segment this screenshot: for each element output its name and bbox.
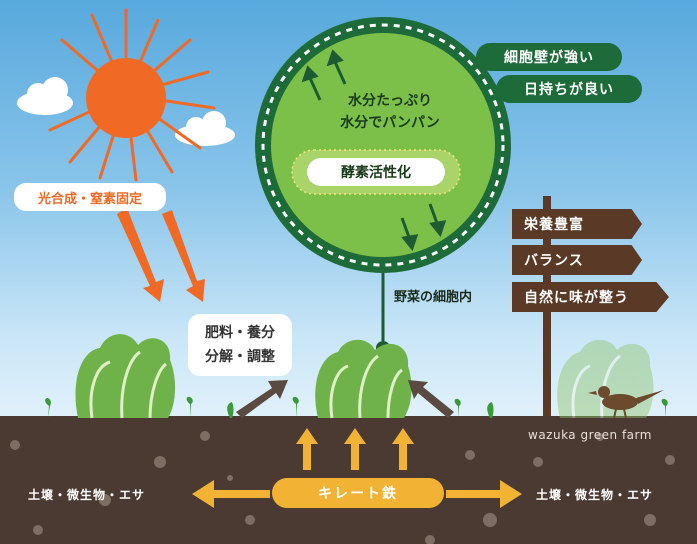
lettuce-center-icon xyxy=(315,339,412,419)
enzyme-pill: 酵素活性化 xyxy=(307,158,445,186)
fertilizer-line1: 肥料・養分 xyxy=(205,325,275,341)
nutrient-arrows xyxy=(236,380,454,418)
sunlight-arrows xyxy=(117,208,205,302)
sign-nutrition: 栄養豊富 xyxy=(512,209,642,239)
cell-body xyxy=(271,33,495,257)
chelate-iron-pill: キレート鉄 xyxy=(272,478,444,508)
farm-name: wazuka green farm xyxy=(528,428,652,442)
sign-balance: バランス xyxy=(512,245,642,275)
fertilizer-box: 肥料・養分 分解・調整 xyxy=(188,314,292,376)
bird-icon xyxy=(588,386,664,419)
soil-stones xyxy=(10,431,675,544)
sprouts-icon xyxy=(45,396,668,418)
enzyme-label: 酵素活性化 xyxy=(341,165,411,181)
sign-natural-taste: 自然に味が整う xyxy=(512,282,669,312)
cell-water-text: 水分たっぷり 水分でパンパン xyxy=(320,90,460,134)
chelate-side-arrows xyxy=(192,480,522,508)
chelate-up-arrows xyxy=(296,428,414,470)
photosynthesis-label: 光合成・窒素固定 xyxy=(37,191,142,207)
sun-icon xyxy=(86,58,166,138)
benefit-cell-wall: 細胞壁が強い xyxy=(476,43,622,71)
water-line2: 水分でパンパン xyxy=(340,115,440,131)
cell-caption: 野菜の細胞内 xyxy=(394,290,473,305)
soil-label-left: 土壌・微生物・エサ xyxy=(28,488,146,502)
cell-dotted-ring xyxy=(261,23,505,267)
chelate-iron-label: キレート鉄 xyxy=(318,486,398,502)
cloud-right-icon xyxy=(175,111,235,146)
cell-arrows xyxy=(301,49,447,252)
fertilizer-line2: 分解・調整 xyxy=(205,349,275,365)
soil-label-right: 土壌・微生物・エサ xyxy=(536,488,654,502)
cloud-left-icon xyxy=(17,77,73,115)
photosynthesis-label-box: 光合成・窒素固定 xyxy=(14,183,166,211)
water-line1: 水分たっぷり xyxy=(348,93,432,109)
lettuce-left-icon xyxy=(75,334,176,419)
benefit-shelf-life: 日持ちが良い xyxy=(496,75,642,103)
